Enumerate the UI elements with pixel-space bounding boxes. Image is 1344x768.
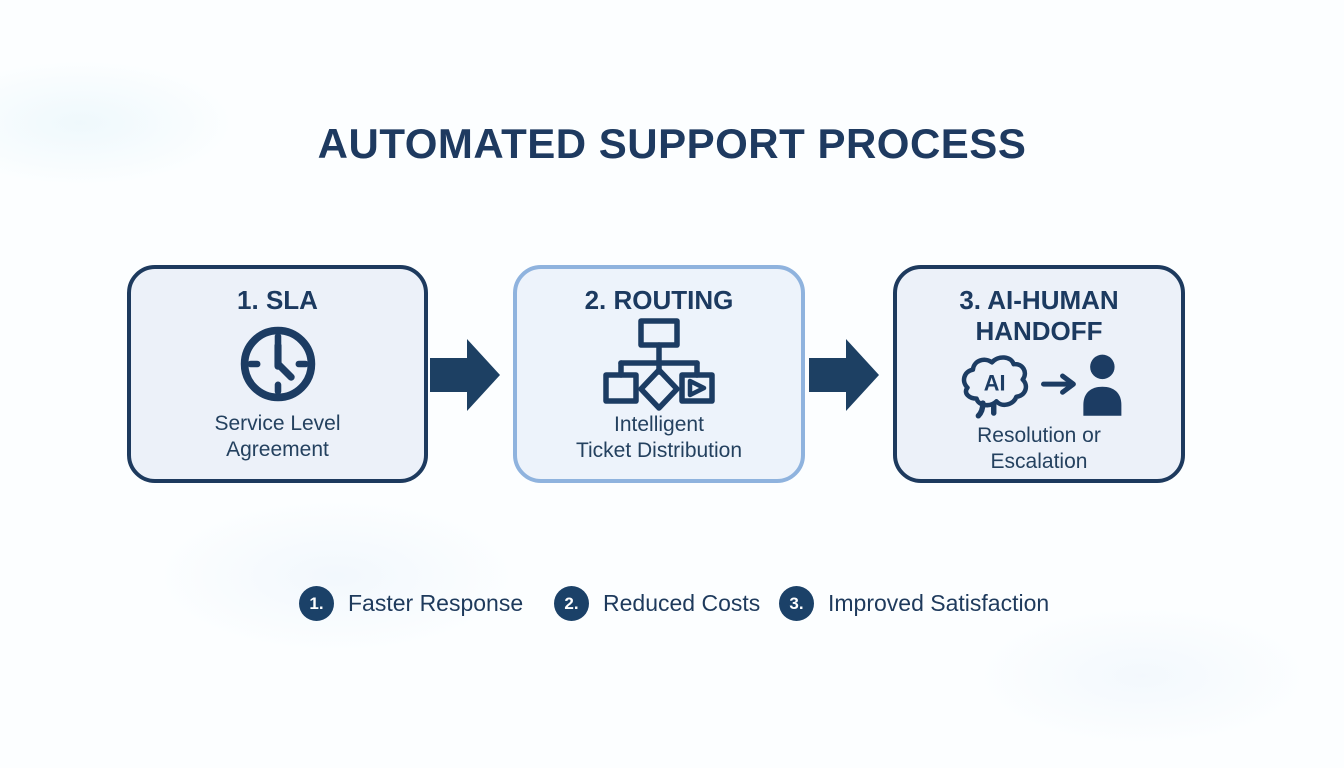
- step-desc-line: Ticket Distribution: [575, 439, 743, 462]
- step-heading-routing: 2. ROUTING: [584, 285, 734, 315]
- step-desc-line: Service Level: [214, 412, 341, 435]
- step-desc-line: Intelligent: [614, 413, 704, 436]
- benefit-label: Reduced Costs: [603, 590, 761, 616]
- benefit-item: 2. Reduced Costs: [554, 586, 760, 621]
- benefit-label: Improved Satisfaction: [828, 590, 1050, 616]
- step-heading-handoff: 3. AI-HUMAN HANDOFF: [959, 285, 1119, 346]
- step-box-sla: 1. SLA Service Level Agreement: [127, 265, 428, 483]
- flow-arrow-icon: [809, 339, 879, 411]
- benefit-item: 3. Improved Satisfaction: [779, 586, 1049, 621]
- step-desc-line: Resolution or: [977, 424, 1101, 447]
- routing-flowchart-icon: [603, 316, 715, 412]
- benefit-number-badge: 2.: [554, 586, 589, 621]
- step-description-handoff: Resolution or Escalation: [977, 423, 1101, 475]
- clock-icon: [232, 316, 324, 411]
- step-desc-line: Agreement: [226, 438, 329, 461]
- benefit-label: Faster Response: [348, 590, 524, 616]
- benefit-number-badge: 3.: [779, 586, 814, 621]
- ai-label: AI: [984, 370, 1006, 395]
- step-box-ai-human-handoff: 3. AI-HUMAN HANDOFF AI Resolution or Esc…: [893, 265, 1185, 483]
- step-description-routing: Intelligent Ticket Distribution: [576, 412, 742, 464]
- flow-arrow-icon: [430, 339, 500, 411]
- step-box-routing: 2. ROUTING Intelligent Ticket Distributi…: [513, 265, 805, 483]
- ai-human-handoff-icon: AI: [953, 347, 1125, 423]
- step-description-sla: Service Level Agreement: [214, 411, 340, 463]
- step-desc-line: Escalation: [990, 450, 1088, 473]
- diagram-title: AUTOMATED SUPPORT PROCESS: [317, 120, 1027, 167]
- step-heading-sla: 1. SLA: [237, 285, 318, 315]
- benefit-number-badge: 1.: [299, 586, 334, 621]
- benefit-item: 1. Faster Response: [299, 586, 523, 621]
